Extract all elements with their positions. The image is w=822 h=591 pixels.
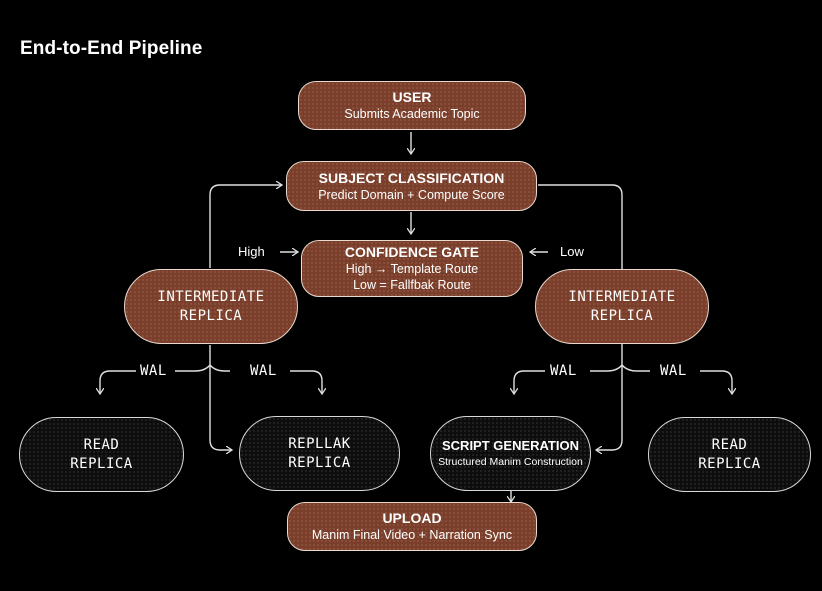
read-left-line1: READ <box>83 436 120 453</box>
intermediate-replica-right: INTERMEDIATE REPLICA <box>535 269 709 344</box>
repllak-replica: REPLLAK REPLICA <box>239 416 400 491</box>
wal-label-3: WAL <box>546 362 581 381</box>
arrow-wal-left-b2 <box>290 370 322 394</box>
user-node: USER Submits Academic Topic <box>298 81 526 130</box>
wal-label-1: WAL <box>136 362 171 381</box>
confidence-gate-node: CONFIDENCE GATE High → Template Route Lo… <box>301 240 523 297</box>
arrow-wal-right-a2 <box>514 370 545 394</box>
replica-left-line1: INTERMEDIATE <box>157 288 265 305</box>
user-title: USER <box>392 89 432 105</box>
classification-title: SUBJECT CLASSIFICATION <box>318 169 505 186</box>
intermediate-replica-left: INTERMEDIATE REPLICA <box>124 269 298 344</box>
gate-title: CONFIDENCE GATE <box>344 244 480 260</box>
subject-classification-node: SUBJECT CLASSIFICATION Predict Domain + … <box>286 161 537 211</box>
arrow-wal-left-a2 <box>100 370 138 394</box>
repllak-line2: REPLICA <box>288 454 351 471</box>
script-generation-node: SCRIPT GENERATION Structured Manim Const… <box>430 416 591 491</box>
replica-right-line2: REPLICA <box>590 307 654 324</box>
replica-right-line1: INTERMEDIATE <box>568 288 676 305</box>
wal-label-4: WAL <box>656 362 691 381</box>
user-subtitle: Submits Academic Topic <box>344 107 480 121</box>
arrow-left-loop <box>209 185 282 268</box>
read-replica-left: READ REPLICA <box>19 417 184 492</box>
classification-subtitle: Predict Domain + Compute Score <box>318 187 505 202</box>
page-title: End-to-End Pipeline <box>20 38 203 59</box>
high-label: High <box>234 244 269 259</box>
low-label: Low <box>556 244 588 259</box>
upload-subtitle: Manim Final Video + Narration Sync <box>311 528 513 542</box>
script-title: SCRIPT GENERATION <box>442 438 579 453</box>
repllak-line1: REPLLAK <box>288 435 351 452</box>
wal-label-2: WAL <box>246 362 281 381</box>
upload-title: UPLOAD <box>382 510 442 526</box>
arrow-wal-left-a <box>175 364 211 372</box>
read-replica-right: READ REPLICA <box>648 417 811 492</box>
arrow-wal-right-b <box>621 364 650 372</box>
read-right-line1: READ <box>711 436 748 453</box>
read-left-line2: REPLICA <box>70 455 133 472</box>
arrow-wal-right-a <box>590 364 623 372</box>
arrow-wal-right-b2 <box>700 370 732 394</box>
gate-line-high: High → Template Route <box>345 262 479 276</box>
upload-node: UPLOAD Manim Final Video + Narration Syn… <box>287 502 537 551</box>
gate-line-low: Low = Fallfbak Route <box>353 278 471 292</box>
arrow-wal-left-b <box>209 364 230 372</box>
script-subtitle: Structured Manim Construction <box>438 456 583 468</box>
read-right-line2: REPLICA <box>698 455 761 472</box>
replica-left-line2: REPLICA <box>179 307 243 324</box>
line-left-trunk <box>209 345 232 450</box>
